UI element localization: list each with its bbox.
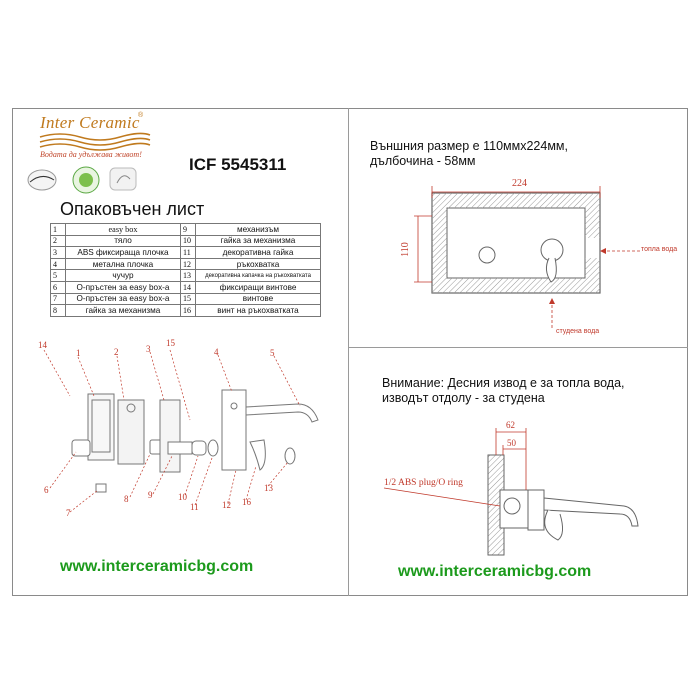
table-cell: 11	[180, 246, 196, 259]
callout-label: 13	[264, 483, 273, 493]
warning-text: Внимание: Десния извод е за топла вода, …	[382, 376, 625, 406]
plug-label: 1/2 ABS plug/O ring	[384, 478, 463, 488]
wall-box-drawing	[431, 192, 601, 294]
callout-label: 9	[148, 490, 153, 500]
table-cell: 14	[180, 280, 196, 294]
table-cell: 1	[50, 223, 66, 236]
table-cell: 12	[180, 257, 196, 271]
height-dimension-label: 110	[399, 242, 411, 257]
table-cell: 15	[180, 292, 196, 306]
callout-label: 10	[178, 492, 187, 502]
callout-leaders	[43, 349, 301, 513]
callout-label: 5	[270, 348, 275, 358]
table-cell: чучур	[65, 269, 181, 282]
table-cell: easy box	[65, 223, 181, 236]
certification-badge-icon	[27, 169, 57, 191]
brand-reg-mark: ®	[138, 112, 144, 119]
table-cell: 6	[50, 280, 66, 294]
table-cell: метална плочка	[65, 257, 181, 271]
side-view-drawing	[487, 454, 639, 556]
side-dimension-lines	[495, 428, 527, 490]
table-cell: винтове	[195, 292, 321, 306]
callout-label: 14	[38, 340, 47, 350]
warning-line-2: изводът отдолу - за студена	[382, 391, 545, 405]
callout-label: 15	[166, 338, 175, 348]
table-cell: фиксиращи винтове	[195, 280, 321, 294]
table-cell: 5	[50, 269, 66, 282]
logo-waves-icon	[39, 132, 151, 151]
callout-label: 6	[44, 485, 49, 495]
table-cell: тяло	[65, 234, 181, 248]
hot-water-arrow	[600, 248, 640, 254]
table-cell: механизъм	[195, 223, 321, 236]
table-cell: винт на ръкохватката	[195, 304, 321, 317]
brand-tagline: Водата да удължава живот!	[40, 150, 142, 159]
callout-label: 7	[66, 508, 71, 518]
dimensions-line-1: Външния размер е 110ммх224мм,	[370, 139, 568, 153]
callout-label: 16	[242, 497, 251, 507]
horizontal-divider	[349, 347, 688, 348]
callout-label: 1	[76, 348, 81, 358]
table-cell: 13	[180, 269, 196, 282]
callout-label: 2	[114, 347, 119, 357]
table-cell: О-пръстен за easy box-a	[65, 280, 181, 294]
table-cell: декоративна капачка на ръкохватката	[195, 269, 321, 282]
plug-leader-line	[383, 487, 501, 507]
table-cell: 16	[180, 304, 196, 317]
table-cell: 2	[50, 234, 66, 248]
width-dimension-line	[431, 186, 601, 198]
table-cell: 10	[180, 234, 196, 248]
hot-water-label: топла вода	[641, 246, 678, 253]
callout-label: 8	[124, 494, 129, 504]
side-dimension-inner: 50	[507, 438, 516, 448]
table-cell: декоративна гайка	[195, 246, 321, 259]
table-cell: 4	[50, 257, 66, 271]
callout-label: 11	[190, 502, 199, 512]
eco-badge-icon	[72, 166, 100, 194]
product-code: ICF 5545311	[189, 155, 287, 174]
table-cell: 8	[50, 304, 66, 317]
table-cell: 9	[180, 223, 196, 236]
website-link-left[interactable]: www.interceramicbg.com	[60, 558, 254, 575]
table-cell: 3	[50, 246, 66, 259]
dimensions-text: Външния размер е 110ммх224мм, дълбочина …	[370, 139, 568, 169]
vertical-divider	[348, 108, 349, 596]
table-cell: гайка за механизма	[195, 234, 321, 248]
table-cell: 7	[50, 292, 66, 306]
table-cell: ABS фиксираща плочка	[65, 246, 181, 259]
side-dimension-outer: 62	[506, 420, 515, 430]
cold-water-label: студена вода	[556, 328, 600, 335]
quality-badge-icon	[109, 167, 137, 191]
website-link-right[interactable]: www.interceramicbg.com	[398, 563, 592, 580]
table-cell: ръкохватка	[195, 257, 321, 271]
table-cell: гайка за механизма	[65, 304, 181, 317]
callout-label: 4	[214, 347, 219, 357]
callout-label: 12	[222, 500, 231, 510]
packing-list-title: Опаковъчен лист	[60, 199, 205, 219]
table-cell: О-пръстен за easy box-a	[65, 292, 181, 306]
exploded-view-drawing	[71, 389, 319, 493]
height-dimension-line	[414, 215, 432, 283]
width-dimension-label: 224	[512, 178, 527, 189]
cold-water-arrow	[549, 298, 555, 328]
document-sheet	[12, 108, 688, 596]
callout-label: 3	[146, 344, 151, 354]
dimensions-line-2: дълбочина - 58мм	[370, 154, 476, 168]
warning-line-1: Внимание: Десния извод е за топла вода,	[382, 376, 625, 390]
brand-logo-text: Inter Ceramic	[40, 113, 140, 132]
